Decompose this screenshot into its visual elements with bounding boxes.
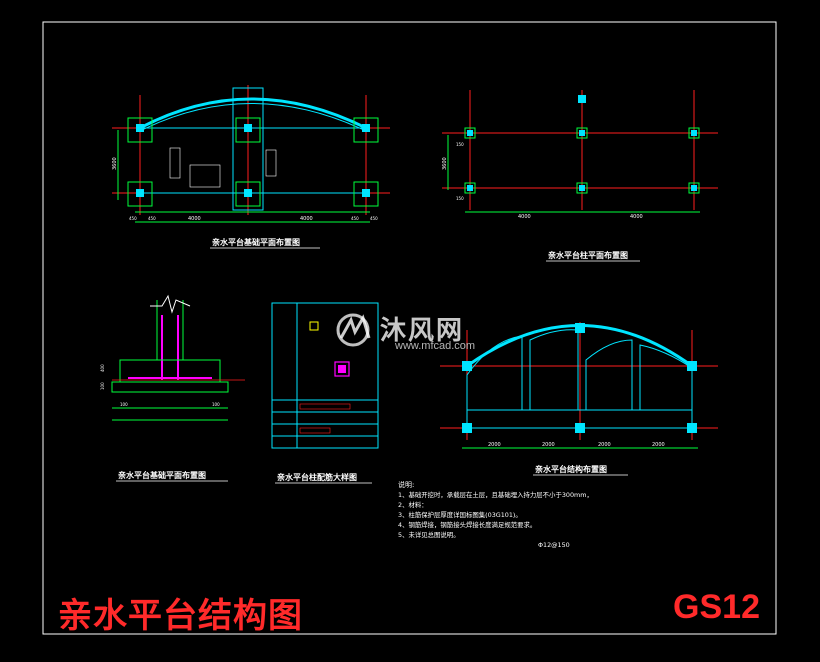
dim-100-c: 100 xyxy=(100,382,105,390)
dim-100-b: 100 xyxy=(212,402,220,407)
dim-400: 400 xyxy=(100,364,105,372)
notes-block: 说明: 1、基础开挖时，承载层在土层，且基础埋入持力层不小于300mm， 2、材… xyxy=(398,480,628,550)
dim-4000-c: 4000 xyxy=(518,214,531,220)
view-foundation-detail: 100 100 100 400 亲水平台基础平面布置图 xyxy=(100,294,245,482)
dim-150-b: 150 xyxy=(456,196,464,201)
view-structure-layout: 2000 2000 2000 2000 亲水平台结构布置图 xyxy=(440,322,718,476)
watermark: 沐风网 www.mfcad.com xyxy=(333,308,503,358)
dim-450-d: 450 xyxy=(370,216,378,221)
dim-100-a: 100 xyxy=(120,402,128,407)
view-column-rebar-detail: 亲水平台柱配筋大样图 xyxy=(271,302,379,484)
dim-450-c: 450 xyxy=(351,216,359,221)
dim-450-b: 450 xyxy=(148,216,156,221)
dim-4000-a: 4000 xyxy=(188,216,201,222)
dim-3600-b: 3600 xyxy=(442,157,448,170)
dim-3600: 3600 xyxy=(112,157,118,170)
watermark-url: www.mfcad.com xyxy=(395,340,476,352)
view-title-foundation-plan: 亲水平台基础平面布置图 xyxy=(212,237,300,247)
dim-2000-c: 2000 xyxy=(598,442,611,448)
watermark-name: 沐风网 xyxy=(380,316,465,346)
dim-2000-d: 2000 xyxy=(652,442,665,448)
view-column-plan: 4000 4000 3600 150 150 亲水平台柱平面布置图 xyxy=(442,90,718,262)
drawing-border xyxy=(42,21,777,635)
note-line: 2、材料： xyxy=(398,501,428,509)
drawing-title: 亲水平台结构图 xyxy=(58,596,303,636)
dim-2000-b: 2000 xyxy=(542,442,555,448)
note-line: 1、基础开挖时，承载层在土层，且基础埋入持力层不小于300mm， xyxy=(398,491,593,499)
dim-4000-d: 4000 xyxy=(630,214,643,220)
dim-150-a: 150 xyxy=(456,142,464,147)
dim-2000-a: 2000 xyxy=(488,442,501,448)
sheet-code: GS12 xyxy=(673,588,760,626)
rebar-tag: Φ12@150 xyxy=(538,541,570,549)
note-line: 5、未详见总图说明。 xyxy=(398,531,460,539)
dim-450-a: 450 xyxy=(129,216,137,221)
view-title-column-plan: 亲水平台柱平面布置图 xyxy=(548,250,628,260)
view-title-column-rebar-detail: 亲水平台柱配筋大样图 xyxy=(277,472,357,482)
note-line: 3、柱筋保护层厚度详国标图集(03G101)。 xyxy=(398,511,522,519)
view-title-structure-layout: 亲水平台结构布置图 xyxy=(535,464,607,474)
note-line: 4、钢筋焊接，钢筋接头焊接长度满足规范要求。 xyxy=(398,521,537,529)
view-foundation-plan: 4000 4000 450 450 450 450 3600 亲水平台基础平面布… xyxy=(112,85,390,249)
view-title-foundation-detail: 亲水平台基础平面布置图 xyxy=(118,470,206,480)
notes-heading: 说明: xyxy=(398,481,415,489)
watermark-logo-icon xyxy=(336,313,371,347)
dim-4000-b: 4000 xyxy=(300,216,313,222)
